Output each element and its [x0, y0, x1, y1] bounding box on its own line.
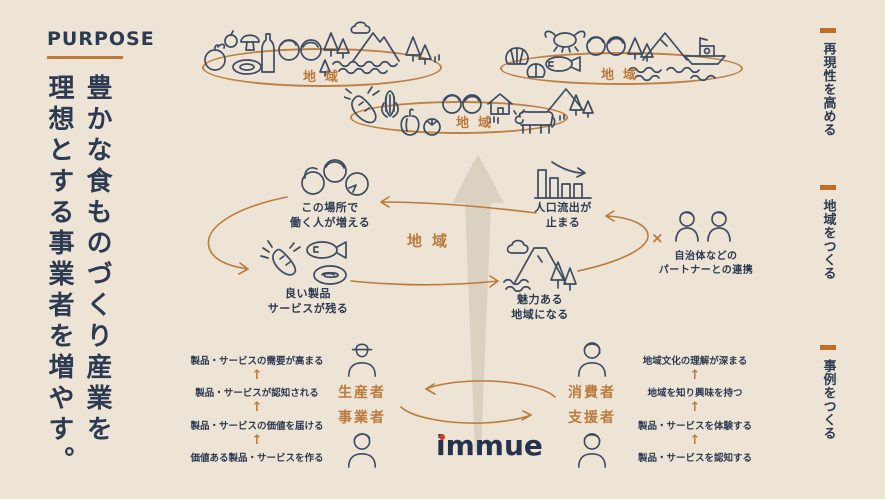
region-center-icons	[344, 86, 594, 136]
big-up-arrow	[452, 154, 504, 452]
attractive-node-label: 魅力ある 地域になる	[511, 293, 569, 321]
consumer-value-chain: 地域文化の理解が深まる ↑ 地域を知り興味を持つ ↑ 製品・サービスを体験する …	[628, 353, 762, 464]
supporter-label: 支援者	[568, 410, 616, 426]
cycle-center-region-label: 地域	[407, 232, 458, 250]
producer-value-chain: 製品・サービスの需要が高まる ↑ 製品・サービスが認知される ↑ 製品・サービス…	[172, 353, 342, 464]
consumer-actor-block: 消費者 支援者	[560, 341, 624, 468]
grass-icon	[559, 114, 565, 121]
chain-item: 製品・サービスの需要が高まる	[190, 356, 324, 367]
bottle-icon	[261, 33, 275, 73]
arrow-population-to-work	[380, 196, 537, 214]
mushroom-icon	[240, 34, 260, 51]
cow-icon	[513, 109, 556, 134]
mountain-icon	[352, 32, 400, 62]
region-right-icons	[505, 30, 726, 82]
chain-item: 製品・サービスを認知する	[637, 452, 752, 464]
berry-icon	[224, 30, 238, 48]
chain-item: 価値ある製品・サービスを作る	[190, 452, 324, 464]
crab-icon	[544, 30, 586, 53]
purpose-statement-col2: 理想とする事業者を増やす。	[44, 74, 74, 477]
faces-icon	[442, 94, 482, 114]
mountain-icon	[547, 88, 585, 112]
business-label: 事業者	[338, 410, 386, 426]
tomato-icon	[423, 118, 441, 136]
partner-node-label: 自治体などの パートナーとの連携	[658, 251, 754, 276]
up-arrow-icon: ↑	[689, 368, 701, 383]
region-label-center: 地域	[456, 116, 501, 131]
waves-icon	[628, 66, 716, 82]
purpose-statement-col1: 豊かな食ものづくり産業を	[82, 74, 112, 446]
arrow-products-to-attractive	[350, 275, 499, 288]
supporter-person-icon	[577, 433, 607, 468]
scallop-shells-icon	[505, 47, 546, 78]
pine-trees-icon	[405, 36, 440, 65]
region-label-right: 地域	[601, 68, 646, 83]
up-arrow-icon: ↑	[689, 400, 701, 416]
region-left-icons	[204, 21, 440, 77]
dash-icon	[820, 185, 836, 190]
corn-icon	[381, 90, 399, 118]
waves-icon	[332, 60, 398, 75]
house-icon	[487, 93, 513, 115]
chain-item: 製品・サービスを体験する	[637, 420, 752, 432]
carrot-icon	[344, 86, 380, 124]
chain-item: 製品・サービスが認知される	[195, 388, 319, 400]
bar-chart-decline-icon	[534, 161, 592, 199]
mountain-trees-waves-icon	[503, 239, 577, 292]
logo-red-dot-icon	[439, 434, 445, 440]
up-arrow-icon: ↑	[251, 400, 263, 416]
farmer-icon	[347, 343, 377, 377]
chain-item: 地域文化の理解が深まる	[642, 356, 748, 367]
carrot-fish-meat-icon	[260, 240, 347, 285]
bell-pepper-icon	[400, 108, 420, 136]
producer-actor-block: 生産者 事業者	[330, 341, 394, 468]
population-node-label: 人口流出が 止まる	[534, 201, 592, 229]
purpose-statement: 豊かな食ものづくり産業を 理想とする事業者を増やす。	[40, 74, 116, 484]
up-arrow-icon: ↑	[689, 432, 701, 448]
chain-item: 製品・サービスの価値を届ける	[190, 420, 324, 432]
side-label-reproducibility: 再現性を高める	[816, 28, 840, 137]
up-arrow-icon: ↑	[251, 432, 263, 448]
cycle-ellipse-top-arc	[425, 380, 556, 398]
producer-label: 生産者	[338, 385, 386, 401]
apple-icon	[204, 43, 226, 71]
dash-icon	[820, 345, 836, 350]
boat-icon	[684, 37, 726, 65]
three-people-icon	[301, 159, 369, 196]
consumer-label: 消費者	[568, 385, 616, 401]
up-arrow-icon: ↑	[251, 368, 263, 383]
pine-trees-icon	[569, 94, 594, 118]
arrow-work-to-products	[207, 196, 288, 275]
dash-icon	[820, 28, 836, 33]
side-label-create-region: 地域をつくる	[816, 185, 840, 280]
work-node-label: この場所で 働く人が増える	[289, 201, 371, 229]
consumer-person-icon	[577, 342, 607, 377]
products-node-label: 良い製品 サービスが残る	[267, 287, 349, 315]
purpose-underline	[47, 56, 123, 59]
times-connector: ×	[651, 229, 664, 247]
immue-logo: immue	[436, 429, 543, 462]
cycle-ellipse-bottom-arc	[400, 406, 532, 424]
pine-trees-icon	[319, 32, 350, 77]
arrow-attractive-to-population	[577, 210, 649, 272]
side-label-create-cases: 事例をつくる	[816, 345, 840, 440]
steak-icon	[232, 59, 262, 75]
region-ellipse-left	[202, 48, 442, 87]
region-label-left: 地域	[303, 70, 348, 85]
cloud-icon	[350, 21, 371, 34]
faces-icon	[586, 36, 626, 56]
two-people-icon	[675, 211, 731, 242]
chain-item: 地域を知り興味を持つ	[647, 388, 743, 400]
faces-icon	[278, 39, 322, 61]
business-person-icon	[347, 433, 377, 468]
mountain-icon	[642, 32, 688, 61]
fish-icon	[545, 56, 581, 72]
grass-icon	[489, 116, 499, 124]
region-ellipse-center	[350, 101, 568, 134]
purpose-title: PURPOSE	[47, 28, 155, 50]
